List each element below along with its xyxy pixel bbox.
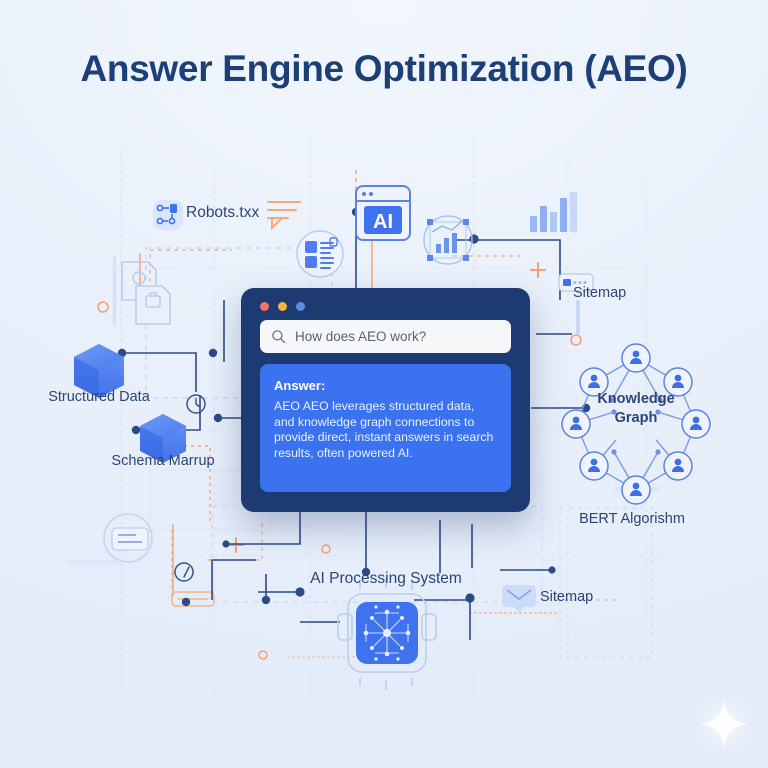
page-title: Answer Engine Optimization (AEO) xyxy=(80,48,688,89)
label-knowledge-graph: Knowledge Graph xyxy=(597,391,675,426)
label-structured-data: Structured Data xyxy=(48,389,150,405)
robots-txt-icon-art xyxy=(153,200,183,230)
browser-window: How does AEO work? Answer: AEO AEO lever… xyxy=(241,288,530,512)
knowledge-graph-figure xyxy=(561,343,711,505)
answer-heading: Answer: xyxy=(274,378,326,393)
envelope-pin-icon-art xyxy=(502,585,536,613)
sparkle-icon-art xyxy=(690,690,758,758)
minimize-dot[interactable] xyxy=(278,302,287,311)
svg-text:AI: AI xyxy=(373,211,393,233)
label-schema-markup: Schema Marrup xyxy=(111,453,215,469)
structured-data-cube-art xyxy=(74,344,124,398)
label-ai-processing-system: AI Processing System xyxy=(310,570,462,587)
answer-panel: Answer: AEO AEO leverages structured dat… xyxy=(260,364,511,492)
search-input[interactable]: How does AEO work? xyxy=(260,320,511,353)
window-traffic-lights xyxy=(260,302,305,311)
answer-body: AEO AEO leverages structured data, and k… xyxy=(274,399,494,460)
close-dot[interactable] xyxy=(260,302,269,311)
label-sitemap-bottom: Sitemap xyxy=(540,589,594,605)
cpu-chip-icon-art xyxy=(337,578,437,690)
search-icon xyxy=(272,330,286,344)
ai-browser-icon-art: AI xyxy=(355,185,411,241)
label-robots-txt: Robots.txx xyxy=(186,204,260,221)
schema-markup-cube-art xyxy=(140,414,186,463)
label-sitemap-top: Sitemap xyxy=(573,285,627,301)
maximize-dot[interactable] xyxy=(296,302,305,311)
label-bert-algorithm: BERT Algorishm xyxy=(579,511,685,527)
search-query-text: How does AEO work? xyxy=(295,329,427,344)
